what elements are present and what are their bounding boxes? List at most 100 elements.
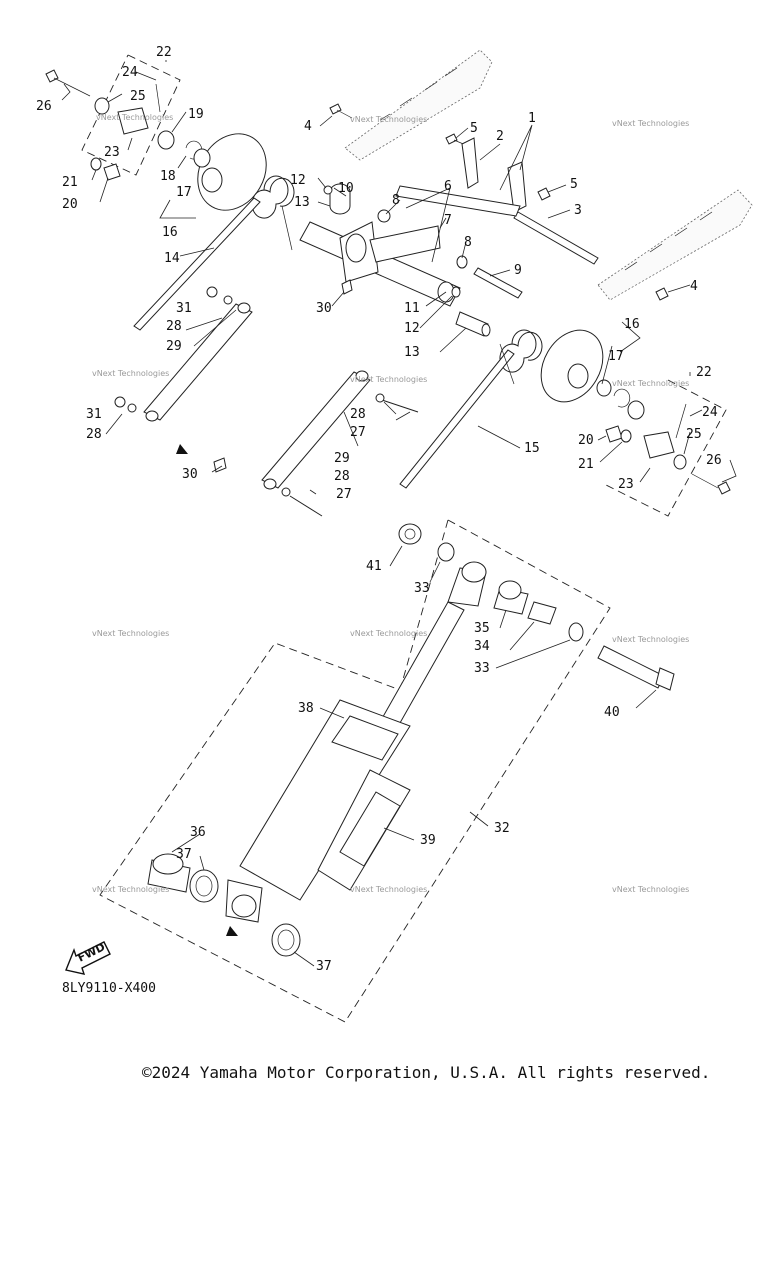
cross-shaft-6: [395, 185, 521, 217]
callout-23-left: 23: [104, 145, 120, 160]
callout-38: 38: [298, 701, 314, 716]
callout-2: 2: [496, 129, 504, 144]
shock-rod: [379, 601, 465, 731]
callout-25-left: 25: [130, 89, 146, 104]
bracket-2: [461, 137, 479, 189]
washer-28-lower: [127, 403, 137, 413]
callout-34: 34: [474, 639, 490, 654]
callout-18: 18: [160, 169, 176, 184]
watermark: vNext Technologies: [350, 885, 427, 894]
callout-9: 9: [514, 263, 522, 278]
shaft-3: [513, 211, 599, 265]
watermark: vNext Technologies: [92, 629, 169, 638]
callout-27-lower: 27: [336, 487, 352, 502]
wheel-16-right: [540, 329, 604, 403]
collar-30-low: [213, 457, 227, 473]
callout-28-d: 28: [334, 469, 350, 484]
callout-27-upper: 27: [350, 425, 366, 440]
callout-41: 41: [366, 559, 382, 574]
callout-13-mid: 13: [404, 345, 420, 360]
torsion-spring-14: [133, 175, 295, 331]
bolt-40: [597, 645, 675, 691]
callout-30-top: 30: [316, 301, 332, 316]
nut-31-lower: [114, 396, 126, 408]
bolt-24-left: [155, 83, 161, 113]
right-rail-plate: [597, 189, 753, 301]
callout-29-lower: 29: [334, 451, 350, 466]
callout-28-b: 28: [350, 407, 366, 422]
bearing-25-left: [94, 97, 110, 115]
collar-35: [493, 580, 529, 615]
callout-10: 10: [338, 181, 354, 196]
link-29-lower: [261, 370, 371, 490]
bearing-19-left: [157, 130, 175, 150]
bolt-27-lower: [281, 487, 323, 517]
shock-body-38: [239, 699, 411, 901]
arrow-mark-link: [176, 444, 188, 454]
callout-20-right: 20: [578, 433, 594, 448]
watermark: vNext Technologies: [350, 375, 427, 384]
callout-4-top: 4: [304, 119, 312, 134]
callout-21-left: 21: [62, 175, 78, 190]
collar-30-top: [341, 279, 353, 295]
callout-7: 7: [444, 213, 452, 228]
bearing-19-right: [627, 400, 645, 420]
bolt-24-right: [675, 403, 687, 439]
washer-33-upper: [437, 542, 455, 562]
sleeve-13-mid: [455, 311, 491, 337]
callout-16-right: 16: [624, 317, 640, 332]
spacer-20-left: [103, 163, 121, 181]
watermark: vNext Technologies: [92, 369, 169, 378]
left-rail-plate: [344, 49, 493, 161]
callout-16-left: 16: [162, 225, 178, 240]
bolt-4-top: [329, 103, 353, 119]
shock-nut-41: [398, 523, 422, 545]
callout-17-right: 17: [608, 349, 624, 364]
callout-3: 3: [574, 203, 582, 218]
callout-19: 19: [188, 107, 204, 122]
bushing-37-upper: [189, 869, 219, 903]
diagram-code: 8LY9110-X400: [62, 981, 156, 996]
collar-21-right: [620, 429, 632, 443]
spacer-20-right: [605, 425, 623, 443]
callout-31-lower: 31: [86, 407, 102, 422]
bushing-37-lower: [271, 923, 301, 957]
bearing-17-left: [193, 148, 211, 168]
torsion-spring-15: [399, 329, 543, 489]
bolt-26-right: [691, 473, 731, 495]
block-23-left: [117, 107, 149, 135]
shock-rod-eye: [447, 561, 487, 607]
callout-1: 1: [528, 111, 536, 126]
group-box-22-left: [81, 54, 181, 176]
watermark: vNext Technologies: [612, 635, 689, 644]
callout-8-top: 8: [392, 193, 400, 208]
circlip-18-right: [613, 388, 631, 408]
watermark: vNext Technologies: [92, 885, 169, 894]
callout-33-upper: 33: [414, 581, 430, 596]
washer-28-upper: [223, 295, 233, 305]
callout-35: 35: [474, 621, 490, 636]
watermark: vNext Technologies: [350, 115, 427, 124]
callout-14: 14: [164, 251, 180, 266]
callout-31-upper: 31: [176, 301, 192, 316]
bushing-8-mid: [456, 255, 468, 269]
shock-lower-eye: [225, 879, 263, 923]
callout-36: 36: [190, 825, 206, 840]
callout-39: 39: [420, 833, 436, 848]
callout-11: 11: [404, 301, 420, 316]
callout-24-right: 24: [702, 405, 718, 420]
watermark: vNext Technologies: [612, 379, 689, 388]
callout-15: 15: [524, 441, 540, 456]
callout-12-mid: 12: [404, 321, 420, 336]
callout-6: 6: [444, 179, 452, 194]
callout-20-left: 20: [62, 197, 78, 212]
callout-25-right: 25: [686, 427, 702, 442]
bracket-1: [507, 161, 527, 213]
fox-reservoir-39: [317, 769, 411, 891]
washer-33-lower: [568, 622, 584, 642]
callout-24-left: 24: [122, 65, 138, 80]
callout-22-right: 22: [696, 365, 712, 380]
nut-31-upper: [206, 286, 218, 298]
watermark: vNext Technologies: [612, 119, 689, 128]
callout-33-lower: 33: [474, 661, 490, 676]
